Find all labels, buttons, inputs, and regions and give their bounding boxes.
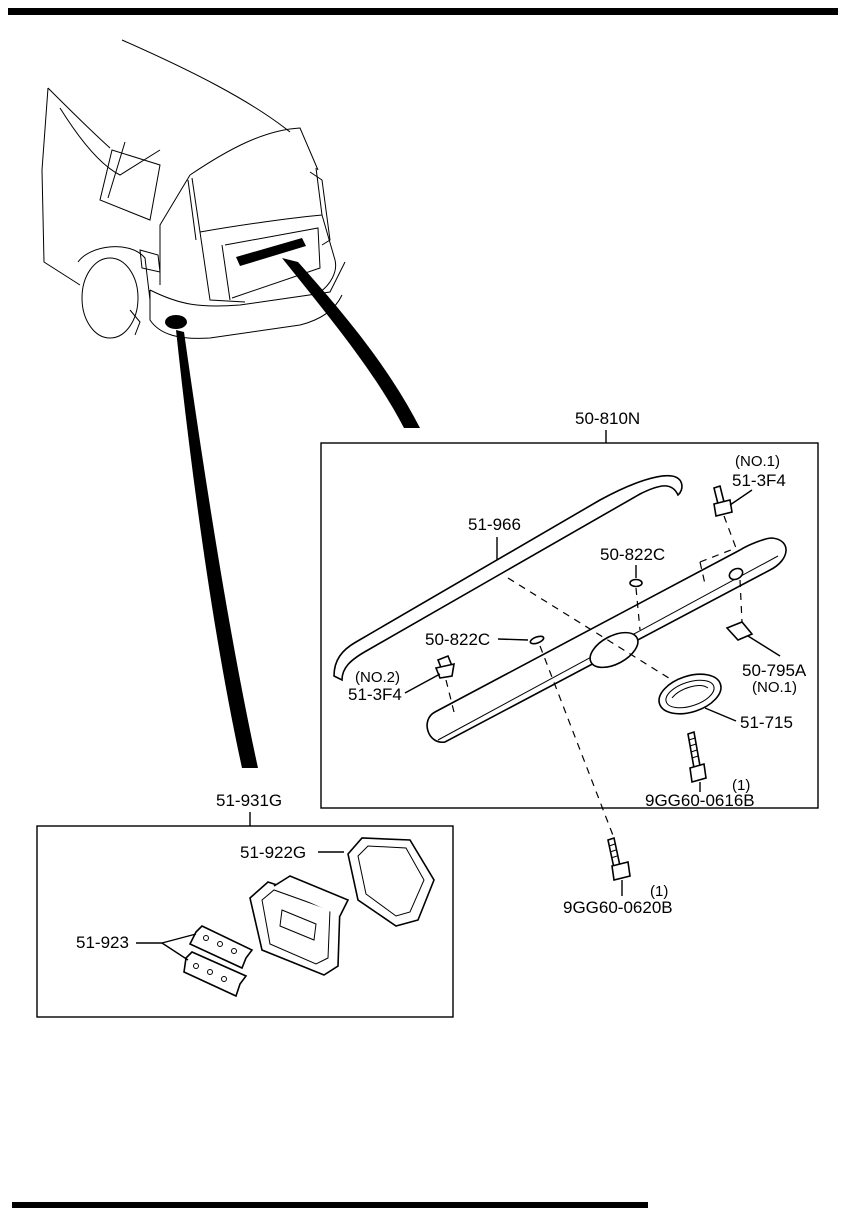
label-screw1-qty: (1) xyxy=(732,777,750,794)
nut-no1-icon: 50-795A (NO.1) xyxy=(725,621,807,696)
license-lamp-icon xyxy=(249,875,350,976)
clip-no1-icon: (NO.1) 51-3F4 xyxy=(713,453,786,517)
label-clip-no2: 51-3F4 xyxy=(348,685,402,704)
label-lamp-lens: 51-923 xyxy=(76,933,129,952)
lamp-lens-icon: 51-923 xyxy=(76,925,254,998)
vehicle-rear-view-icon xyxy=(41,39,420,768)
screw1-icon: (1) 9GG60-0616B xyxy=(645,730,755,810)
bottom-border xyxy=(12,1202,648,1208)
label-clip-no1: 51-3F4 xyxy=(732,471,786,490)
label-strip: 51-966 xyxy=(468,515,521,534)
label-nut-no1: 50-795A xyxy=(742,661,807,680)
label-screw2-qty: (1) xyxy=(650,883,668,900)
emblem-badge-icon: 51-715 xyxy=(658,673,793,732)
clip-no2-icon: (NO.2) 51-3F4 xyxy=(348,654,455,704)
screw2-icon: (1) 9GG60-0620B xyxy=(563,836,673,917)
pad-lower-icon: 50-822C xyxy=(425,630,545,649)
label-lamp-assembly: 51-931G xyxy=(216,791,282,810)
molding-strip: 51-966 xyxy=(333,474,683,682)
garnish-assembly-box: 50-810N xyxy=(320,409,819,809)
pad-upper-icon: 50-822C xyxy=(600,545,665,588)
label-emblem: 51-715 xyxy=(740,713,793,732)
label-pad-lower: 50-822C xyxy=(425,630,490,649)
lamp-assembly-box: 51-931G xyxy=(36,791,454,1018)
garnish-molding-icon xyxy=(426,537,787,743)
label-clip-no2-note: (NO.2) xyxy=(355,669,400,686)
label-assembly-main: 50-810N xyxy=(575,409,640,428)
label-screw1: 9GG60-0616B xyxy=(645,791,755,810)
label-pad-upper: 50-822C xyxy=(600,545,665,564)
top-border xyxy=(8,8,838,15)
label-nut-no1-note: (NO.1) xyxy=(752,679,797,696)
label-clip-no1-note: (NO.1) xyxy=(735,453,780,470)
assembly-dash-lines xyxy=(445,515,743,839)
label-screw2: 9GG60-0620B xyxy=(563,898,673,917)
label-lamp-gasket: 51-922G xyxy=(240,843,306,862)
gasket-icon: 51-922G xyxy=(240,837,435,927)
